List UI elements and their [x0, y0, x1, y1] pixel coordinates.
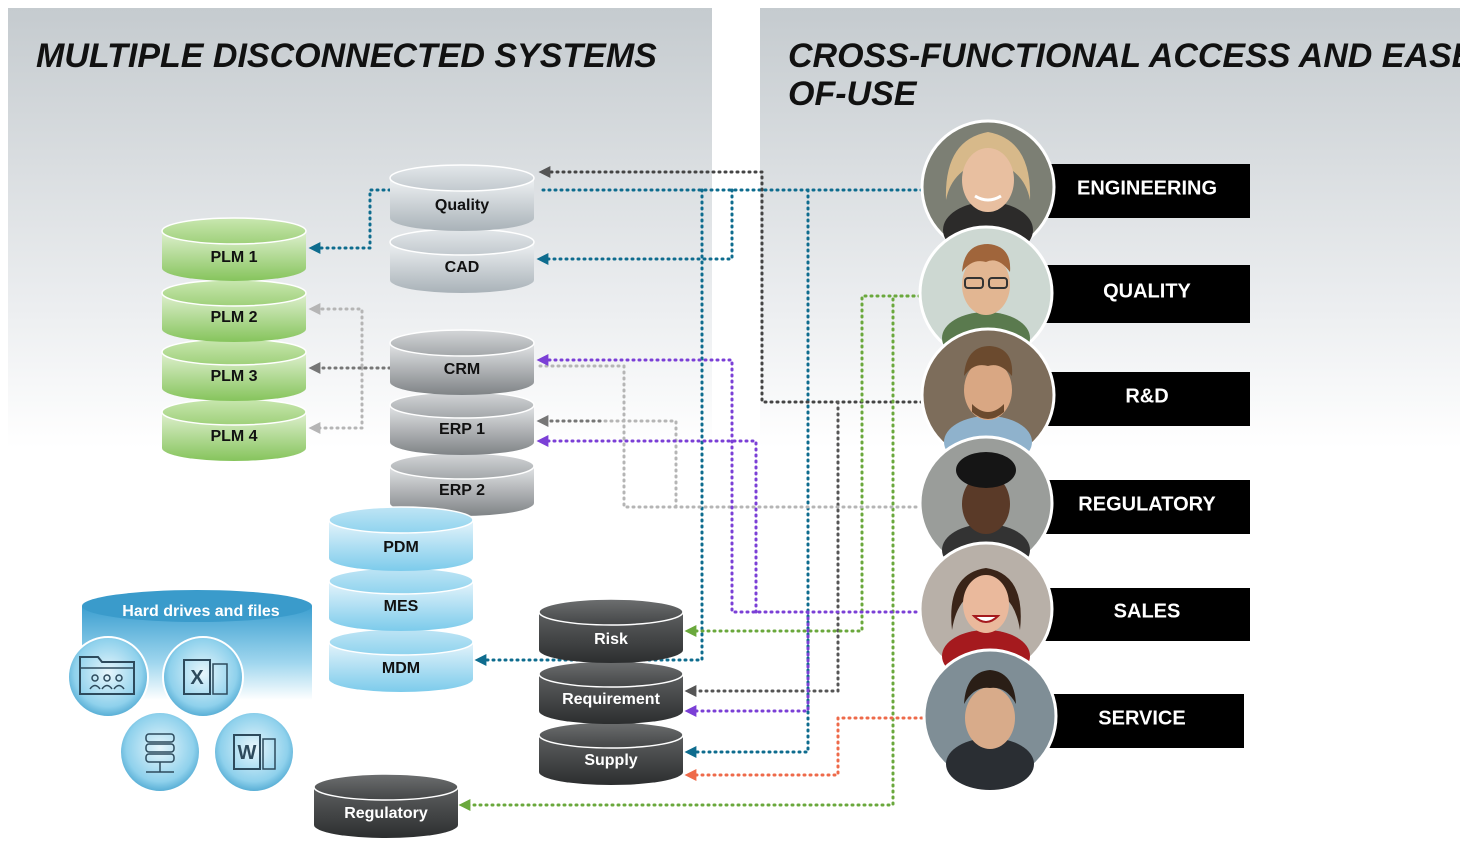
connector-quality-regulatory [458, 294, 922, 811]
connector-engineering-cad [536, 188, 734, 265]
role-quality[interactable]: QUALITY [918, 225, 1250, 364]
connector-quality-risk [684, 294, 922, 637]
avatar-sales [918, 541, 1054, 682]
svg-text:X: X [190, 667, 204, 689]
label-risk: Risk [594, 631, 628, 648]
cylinder-mdm[interactable]: MDM [328, 628, 474, 692]
connectors [308, 166, 930, 811]
cylinder-quality[interactable]: Quality [389, 164, 535, 231]
right-panel-title-line1: CROSS-FUNCTIONAL ACCESS AND EASE- [788, 37, 1460, 75]
label-mdm: MDM [382, 660, 420, 677]
label-requirement: Requirement [562, 691, 660, 708]
label-cad: CAD [445, 259, 480, 276]
cylinder-risk[interactable]: Risk [538, 598, 684, 663]
cylinder-plm1[interactable]: PLM 1 [161, 217, 307, 281]
role-engineering-label: ENGINEERING [1077, 177, 1217, 199]
connector-rnd-quality [538, 166, 924, 404]
label-plm1: PLM 1 [210, 249, 257, 266]
avatar-regulatory [918, 435, 1054, 576]
label-regulatory: Regulatory [344, 805, 428, 822]
cylinder-supply[interactable]: Supply [538, 721, 684, 785]
role-quality-label: QUALITY [1103, 280, 1191, 302]
cylinder-erp1[interactable]: ERP 1 [389, 391, 535, 455]
cylinder-regulatory[interactable]: Regulatory [313, 773, 459, 838]
file-icons: X W [67, 636, 295, 793]
avatar-quality [918, 225, 1054, 364]
cylinder-mes[interactable]: MES [328, 567, 474, 631]
connector-engineering-supply [684, 188, 810, 758]
connector-engineering-mdm [474, 188, 704, 666]
cylinder-plm3[interactable]: PLM 3 [161, 338, 307, 401]
label-supply: Supply [584, 752, 637, 769]
role-sales-label: SALES [1114, 600, 1181, 622]
left-panel-title: MULTIPLE DISCONNECTED SYSTEMS [36, 37, 657, 75]
avatar-service [922, 648, 1058, 790]
connector-sales-erp1 [536, 435, 758, 614]
connector-rnd-requirement [684, 400, 840, 697]
cylinder-crm[interactable]: CRM [389, 329, 535, 395]
cylinder-erp2[interactable]: ERP 2 [389, 452, 535, 516]
cylinder-plm2[interactable]: PLM 2 [161, 279, 307, 342]
svg-text:W: W [238, 742, 257, 764]
database-server-icon [119, 711, 201, 793]
role-rnd-label: R&D [1125, 385, 1168, 407]
label-plm3: PLM 3 [210, 368, 257, 385]
label-pdm: PDM [383, 539, 419, 556]
connector-crm-plm4 [308, 366, 364, 434]
word-file-icon: W [213, 711, 295, 793]
connector-sales-crm [536, 354, 924, 614]
left-panel [8, 8, 712, 448]
role-engineering[interactable]: ENGINEERING [920, 119, 1250, 258]
label-erp1: ERP 1 [439, 421, 485, 438]
label-erp2: ERP 2 [439, 482, 485, 499]
cylinder-plm4[interactable]: PLM 4 [161, 398, 307, 461]
role-service[interactable]: SERVICE [922, 648, 1244, 790]
role-sales[interactable]: SALES [918, 541, 1250, 682]
cylinder-pdm[interactable]: PDM [328, 506, 474, 571]
connector-service-supply [684, 716, 930, 781]
systems-cylinders: PLM 4 PLM 3 PLM 2 PLM 1 CAD Quality [82, 164, 684, 838]
label-quality: Quality [435, 197, 489, 214]
connector-engineering-plm1 [308, 188, 392, 254]
role-regulatory-label: REGULATORY [1078, 493, 1216, 515]
folder-users-icon [67, 636, 149, 718]
label-mes: MES [384, 598, 419, 615]
connector-sales-requirement [684, 610, 810, 717]
connector-regulatory-crm [538, 364, 924, 509]
role-regulatory[interactable]: REGULATORY [918, 435, 1250, 576]
role-service-label: SERVICE [1098, 707, 1185, 729]
label-crm: CRM [444, 361, 480, 378]
label-plm2: PLM 2 [210, 309, 257, 326]
right-panel-title-line2: OF-USE [788, 75, 918, 113]
cylinder-requirement[interactable]: Requirement [538, 660, 684, 724]
excel-file-icon: X [162, 636, 244, 718]
label-hard-drives: Hard drives and files [122, 603, 279, 620]
cylinder-cad[interactable]: CAD [389, 228, 535, 293]
roles: ENGINEERING QUALITY [918, 119, 1250, 790]
label-plm4: PLM 4 [210, 428, 257, 445]
